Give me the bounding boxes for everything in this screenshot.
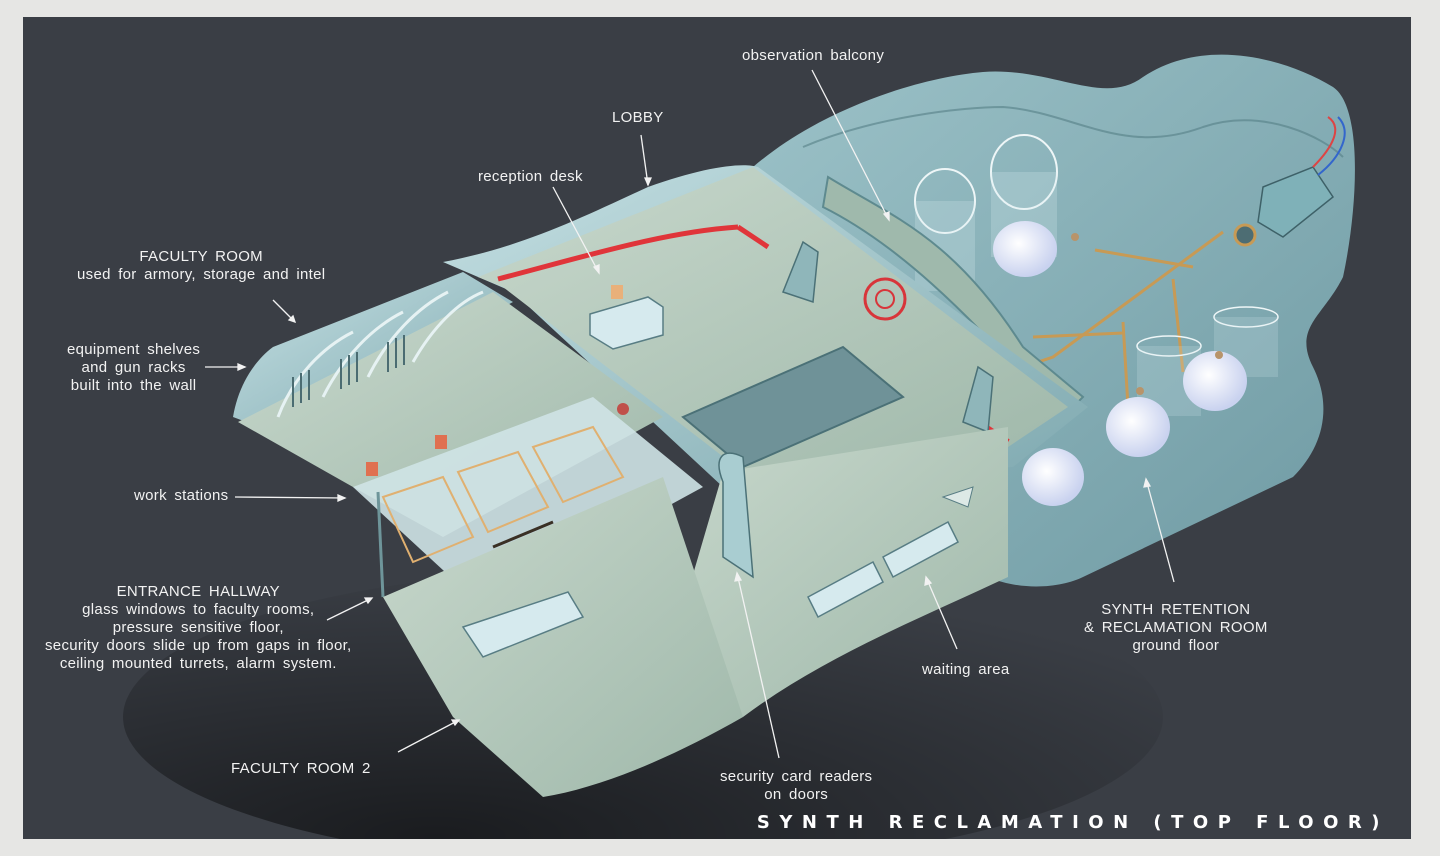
synth-retention-line-3: ground floor (1132, 637, 1220, 654)
alarm-light (617, 403, 629, 415)
emblem (863, 277, 907, 321)
entrance-hallway-line-2: pressure sensitive floor, (112, 619, 284, 636)
faculty-room (233, 272, 663, 537)
label-work-stations: work stations (134, 487, 229, 504)
label-faculty-room-2: FACULTY ROOM 2 (231, 760, 371, 777)
label-entrance-hallway: ENTRANCE HALLWAY glass windows to facult… (45, 583, 352, 673)
equipment-shelves (276, 290, 484, 418)
synth-pod (1183, 351, 1247, 411)
red-stripe (497, 224, 739, 282)
entrance-hallway-line-3: security doors slide up from gaps in flo… (45, 637, 352, 654)
waiting-bench (807, 560, 884, 619)
gun-racks (292, 335, 405, 407)
label-equipment-shelves: equipment shelves and gun racks built in… (67, 341, 200, 395)
synth-retention-line-2: & RECLAMATION ROOM (1084, 619, 1268, 636)
synth-pod (1022, 448, 1084, 506)
lobby (443, 165, 1088, 487)
synth-pod (1106, 397, 1170, 457)
label-waiting-area: waiting area (922, 661, 1010, 678)
faculty-room-detail: used for armory, storage and intel (77, 266, 326, 283)
label-observation-balcony: observation balcony (742, 47, 885, 64)
waiting-bench (882, 520, 959, 579)
entrance-hallway-line-4: ceiling mounted turrets, alarm system. (59, 655, 337, 672)
equipment-line-1: equipment shelves (67, 341, 201, 358)
faculty-room-heading: FACULTY ROOM (139, 248, 263, 265)
ramp-opening (681, 345, 905, 469)
building-illustration (123, 54, 1355, 839)
label-synth-retention-room: SYNTH RETENTION & RECLAMATION ROOM groun… (1084, 601, 1268, 655)
equipment-line-2: and gun racks (81, 359, 186, 376)
label-reception-desk: reception desk (478, 168, 583, 185)
security-card-readers-line-1: security card readers (720, 768, 873, 785)
label-lobby: LOBBY (612, 109, 664, 126)
faculty-room-2 (383, 452, 754, 797)
waiting-area (663, 427, 1008, 717)
callout-lines (205, 69, 1175, 759)
floor-hatch (1233, 223, 1257, 247)
equipment-line-3: built into the wall (70, 377, 197, 394)
synth-retention-room (753, 54, 1355, 587)
synth-retention-line-1: SYNTH RETENTION (1101, 601, 1251, 618)
entrance-hallway-heading: ENTRANCE HALLWAY (116, 583, 280, 600)
reclamation-machine (1257, 166, 1335, 238)
diagram-title: SYNTH RECLAMATION (TOP FLOOR) (756, 812, 1389, 833)
synth-pod (993, 221, 1057, 277)
security-card-readers-line-2: on doors (764, 786, 829, 803)
work-station-desk (461, 591, 585, 658)
reception-desk (589, 296, 664, 350)
entrance-hallway-line-1: glass windows to faculty rooms, (82, 601, 315, 618)
diagram-canvas: FACULTY ROOM used for armory, storage an… (23, 17, 1411, 839)
label-faculty-room: FACULTY ROOM used for armory, storage an… (77, 248, 325, 284)
label-security-card-readers: security card readers on doors (720, 768, 872, 804)
